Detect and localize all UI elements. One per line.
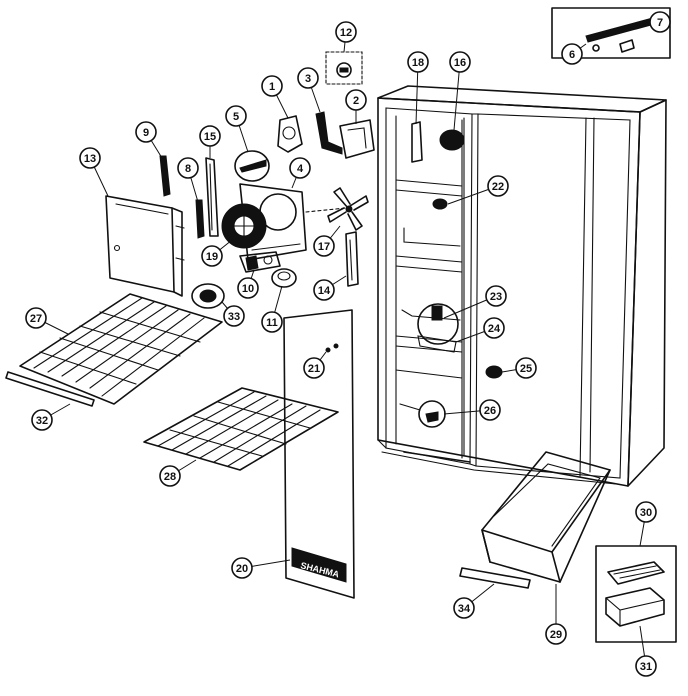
callout-label-25: 25 <box>520 363 532 375</box>
part-26-bulb <box>399 400 446 428</box>
callout-label-21: 21 <box>308 363 320 375</box>
part-10-motor-mount <box>239 251 281 273</box>
callout-circle-9 <box>135 121 157 143</box>
callout-circle-34 <box>453 597 475 619</box>
callout-label-4: 4 <box>297 163 304 175</box>
callout-circle-20 <box>231 557 253 579</box>
callout-label-10: 10 <box>242 283 254 295</box>
callout-label-5: 5 <box>233 111 239 123</box>
callout-label-31: 31 <box>640 661 652 673</box>
callout-label-13: 13 <box>84 153 96 165</box>
callout-label-27: 27 <box>30 313 42 325</box>
callout-circle-10 <box>237 277 259 299</box>
callout-circle-22 <box>487 175 509 197</box>
callout-circle-7 <box>649 11 671 33</box>
part-25-light <box>485 365 503 379</box>
part-18-bracket <box>411 121 423 163</box>
callout-label-30: 30 <box>640 507 652 519</box>
callout-circle-17 <box>313 235 335 257</box>
part-3-clip <box>315 111 343 155</box>
part-15-bracket <box>205 157 219 237</box>
callout-label-33: 33 <box>228 311 240 323</box>
callout-label-3: 3 <box>305 73 311 85</box>
callout-circle-1 <box>261 75 283 97</box>
callout-label-22: 22 <box>492 181 504 193</box>
part-32-shelf-rail <box>5 371 95 407</box>
inset-box-30-31 <box>595 545 677 643</box>
callout-label-6: 6 <box>569 49 575 61</box>
callout-label-15: 15 <box>204 131 216 143</box>
callout-circle-18 <box>407 51 429 73</box>
callout-label-8: 8 <box>185 163 191 175</box>
callout-label-2: 2 <box>353 95 359 107</box>
callout-circle-28 <box>159 465 181 487</box>
callout-label-9: 9 <box>143 127 149 139</box>
callout-label-20: 20 <box>236 563 248 575</box>
part-13-cover-panel <box>105 195 185 297</box>
callout-circle-15 <box>199 125 221 147</box>
callout-circle-2 <box>345 89 367 111</box>
part-8-bracket <box>195 199 205 239</box>
callout-label-34: 34 <box>458 603 471 615</box>
part-28-wire-shelf <box>143 387 339 471</box>
callout-label-16: 16 <box>454 57 466 69</box>
part-5-dial <box>234 150 270 182</box>
callout-circle-13 <box>79 147 101 169</box>
part-2-bracket <box>339 119 375 159</box>
callout-circle-6 <box>561 43 583 65</box>
part-16-light <box>439 129 465 151</box>
callout-label-28: 28 <box>164 471 176 483</box>
callout-circle-11 <box>261 311 283 333</box>
part-23-24-assembly <box>417 303 459 353</box>
callout-circle-24 <box>483 317 505 339</box>
part-1-bracket <box>277 115 303 153</box>
callout-leader-16 <box>453 61 461 131</box>
callout-circle-23 <box>485 285 507 307</box>
part-12-insert <box>325 51 363 85</box>
part-17-fan-blade <box>305 187 369 231</box>
callout-circle-32 <box>31 409 53 431</box>
callout-label-1: 1 <box>269 81 275 93</box>
callout-circle-33 <box>223 305 245 327</box>
callout-circle-16 <box>449 51 471 73</box>
callout-circle-5 <box>225 105 247 127</box>
callout-label-19: 19 <box>206 251 218 263</box>
part-9-bracket <box>159 155 171 197</box>
callout-layer: 1234567891011121314151617181920212223242… <box>25 11 671 677</box>
part-14-bracket <box>345 231 359 287</box>
callout-circle-27 <box>25 307 47 329</box>
callout-circle-26 <box>479 399 501 421</box>
callout-label-18: 18 <box>412 57 424 69</box>
callout-label-29: 29 <box>550 629 562 641</box>
callout-label-11: 11 <box>266 317 278 329</box>
callout-circle-3 <box>297 67 319 89</box>
callout-circle-8 <box>177 157 199 179</box>
callout-circle-21 <box>303 357 325 379</box>
part-22-control <box>432 198 448 210</box>
part-20-divider-panel: SHAHMA <box>283 309 355 599</box>
callout-circle-30 <box>635 501 657 523</box>
callout-label-23: 23 <box>490 291 502 303</box>
part-34-trim-strip <box>459 567 531 589</box>
part-19-fan-motor <box>221 203 267 249</box>
part-29-bin <box>481 451 611 583</box>
callout-label-14: 14 <box>318 285 331 297</box>
part-27-wire-shelf <box>19 293 223 405</box>
callout-circle-4 <box>289 157 311 179</box>
callout-circle-12 <box>335 21 357 43</box>
part-33-grommet <box>191 283 225 309</box>
callout-label-32: 32 <box>36 415 48 427</box>
callout-circle-29 <box>545 623 567 645</box>
callout-circle-31 <box>635 655 657 677</box>
callout-label-26: 26 <box>484 405 496 417</box>
callout-label-12: 12 <box>340 27 352 39</box>
part-11-grommet <box>271 268 297 288</box>
callout-label-17: 17 <box>318 241 330 253</box>
callout-label-7: 7 <box>657 17 663 29</box>
callout-circle-25 <box>515 357 537 379</box>
callout-circle-19 <box>201 245 223 267</box>
callout-label-24: 24 <box>488 323 501 335</box>
callout-circle-14 <box>313 279 335 301</box>
